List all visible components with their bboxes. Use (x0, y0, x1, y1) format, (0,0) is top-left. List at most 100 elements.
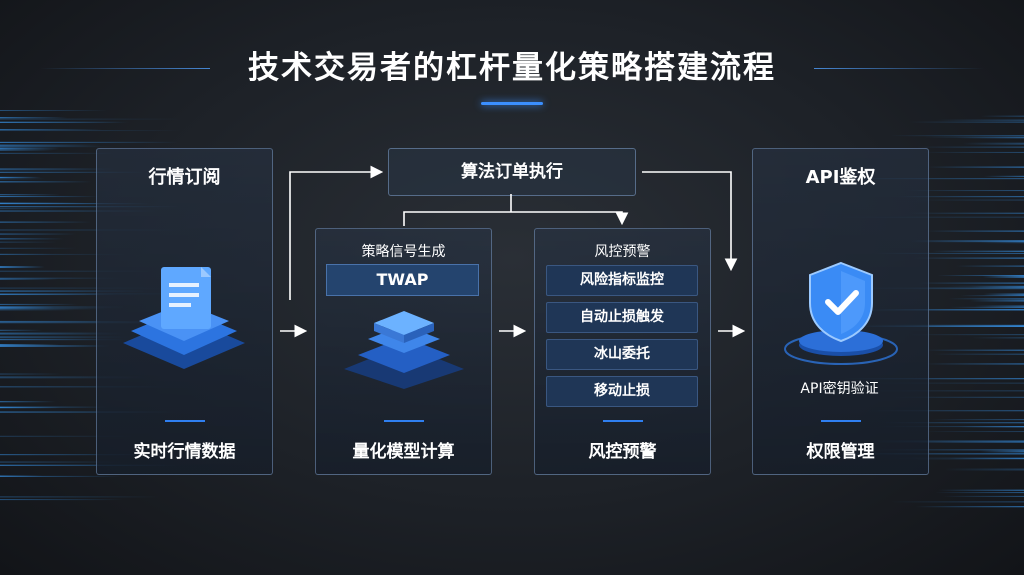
risk-item: 自动止损触发 (546, 302, 698, 333)
light-streak (0, 435, 133, 437)
shield-check-icon (784, 261, 898, 365)
light-streak (0, 144, 101, 147)
light-streak (839, 378, 1024, 380)
light-streak (880, 422, 1024, 424)
light-streak (0, 336, 132, 339)
light-streak (958, 426, 1024, 428)
light-streak (923, 151, 1024, 153)
light-streak (0, 401, 56, 403)
light-streak (869, 390, 1024, 392)
market-data-panel: 行情订阅 实时行情数据 (96, 148, 273, 475)
light-streak (0, 294, 118, 296)
light-streak (840, 216, 1024, 218)
light-streak (0, 454, 153, 456)
algo-order-execution-box: 算法订单执行 (388, 148, 636, 196)
light-streak (0, 329, 43, 331)
light-streak (931, 419, 1024, 421)
light-streak (0, 129, 102, 131)
light-streak (0, 386, 171, 388)
light-streak (982, 275, 1024, 278)
light-streak (0, 194, 61, 196)
light-streak (935, 119, 1024, 121)
panel-separator (383, 420, 424, 422)
light-streak (836, 178, 1024, 180)
light-streak (944, 468, 1024, 471)
light-streak (0, 110, 108, 112)
light-streak (0, 181, 92, 183)
light-streak (960, 295, 1024, 297)
light-streak (0, 308, 106, 310)
light-streak (909, 121, 1024, 123)
light-streak (956, 265, 1024, 267)
light-streak (0, 130, 181, 132)
light-streak (979, 450, 1024, 453)
light-streak (0, 210, 158, 212)
light-streak (0, 278, 59, 280)
light-streak (0, 152, 115, 154)
light-streak (0, 117, 68, 119)
light-streak (0, 147, 61, 150)
light-streak (0, 118, 184, 120)
light-streak (0, 303, 78, 305)
light-streak (0, 293, 186, 295)
light-streak (0, 270, 154, 272)
light-streak (0, 496, 160, 498)
twap-tag: TWAP (326, 264, 479, 296)
light-streak (871, 449, 1024, 451)
light-streak (0, 241, 57, 243)
light-streak (971, 337, 1024, 339)
light-streak (0, 407, 60, 409)
light-streak (916, 199, 1024, 201)
light-streak (0, 146, 118, 148)
light-streak (908, 240, 1024, 243)
light-streak (942, 495, 1024, 497)
light-streak (0, 141, 179, 143)
light-streak (0, 309, 76, 311)
light-streak (889, 135, 1024, 137)
light-streak (970, 299, 1024, 302)
light-streak (927, 166, 1024, 168)
light-streak (0, 499, 124, 501)
light-streak (931, 250, 1024, 252)
light-streak (0, 149, 54, 151)
risk-item: 移动止损 (546, 376, 698, 407)
page-title: 技术交易者的杠杆量化策略搭建流程 (248, 50, 776, 86)
light-streak (980, 115, 1024, 117)
light-streak (840, 287, 1024, 289)
market-panel-footer: 实时行情数据 (133, 442, 236, 462)
market-panel-title: 行情订阅 (148, 167, 221, 188)
light-streak (974, 305, 1024, 308)
light-streak (0, 176, 41, 178)
light-streak (0, 171, 147, 173)
light-streak (0, 266, 45, 269)
light-streak (0, 290, 151, 292)
api-key-verification-label: API密钥验证 (800, 381, 879, 397)
light-streak (0, 202, 85, 204)
light-streak (0, 168, 115, 171)
risk-panel-label: 风控预警 (594, 244, 651, 260)
title-underline (481, 102, 543, 105)
light-streak (924, 363, 1024, 365)
light-streak (914, 282, 1024, 284)
light-streak (926, 230, 1024, 232)
risk-item: 风险指标监控 (546, 265, 698, 296)
light-streak (877, 382, 1024, 384)
light-streak (962, 142, 1024, 145)
auth-panel-title: API鉴权 (805, 167, 876, 188)
light-streak (0, 206, 183, 208)
light-streak (0, 233, 77, 235)
light-streak (885, 457, 1024, 460)
light-streak (904, 190, 1024, 192)
light-streak (0, 277, 123, 279)
light-streak (0, 475, 122, 477)
light-streak (0, 229, 183, 231)
layer-stack-icon (344, 311, 464, 389)
light-streak (877, 426, 1024, 428)
risk-item: 冰山委托 (546, 339, 698, 370)
light-streak (956, 137, 1024, 139)
risk-panel-footer: 风控预警 (588, 442, 657, 462)
light-streak (890, 501, 1024, 503)
panel-separator (820, 420, 861, 422)
light-streak (924, 349, 1024, 351)
